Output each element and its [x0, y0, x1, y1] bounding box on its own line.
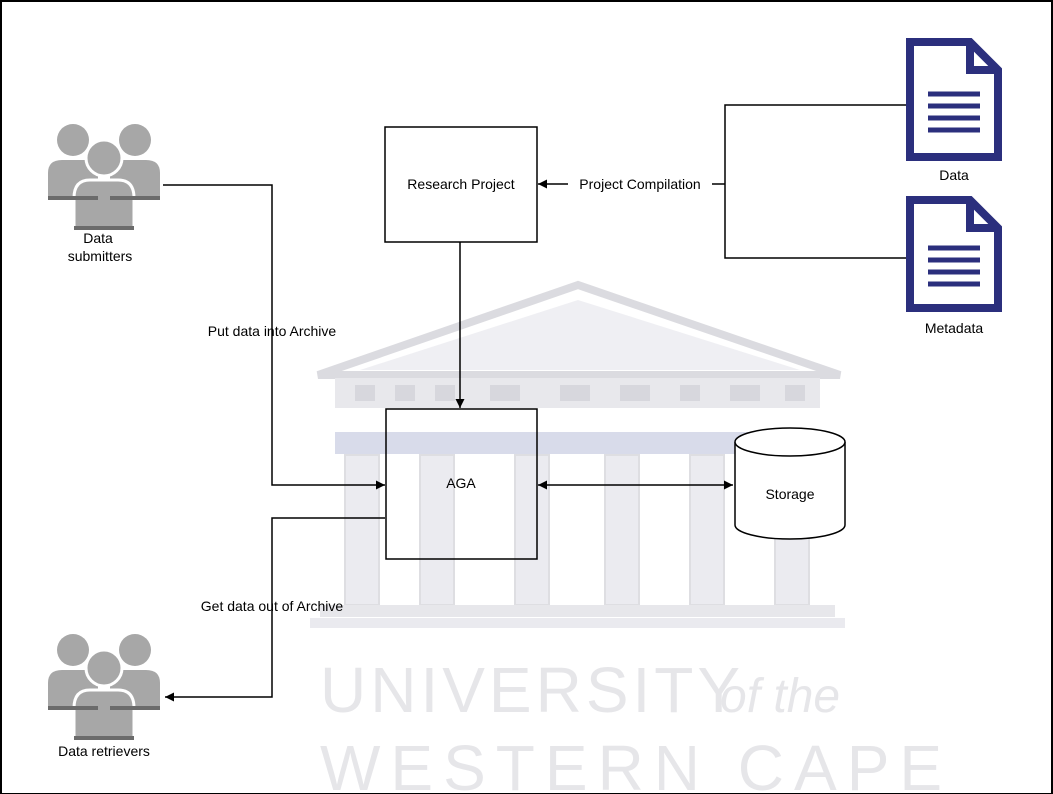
svg-text:of the: of the — [720, 670, 840, 723]
node-aga[interactable] — [385, 408, 538, 560]
document-icon — [906, 38, 1002, 161]
node-data-label: Data — [939, 167, 969, 183]
edge-label-put-data: Put data into Archive — [208, 323, 337, 339]
node-research-project-label: Research Project — [407, 176, 514, 192]
node-storage[interactable] — [734, 427, 846, 540]
node-data-submitters-label: Data submitters — [68, 230, 133, 264]
edge-get-data — [165, 517, 385, 702]
node-storage-label: Storage — [765, 486, 814, 502]
svg-text:UNIVERSITY: UNIVERSITY — [320, 654, 744, 726]
node-aga-label: AGA — [446, 475, 476, 491]
edge-documents-bracket — [724, 104, 910, 259]
svg-text:WESTERN CAPE: WESTERN CAPE — [320, 732, 952, 794]
document-icon — [906, 196, 1002, 312]
node-data-retrievers-label: Data retrievers — [58, 743, 150, 759]
edge-label-get-data: Get data out of Archive — [201, 598, 344, 614]
node-research-project[interactable] — [384, 126, 538, 243]
node-metadata-label: Metadata — [925, 320, 984, 336]
people-group-icon — [48, 634, 160, 742]
edge-label-project-compilation: Project Compilation — [579, 176, 700, 192]
edge-put-data — [163, 184, 385, 490]
watermark-logo: UNIVERSITY of the WESTERN CAPE — [310, 280, 952, 794]
people-group-icon — [48, 124, 160, 232]
